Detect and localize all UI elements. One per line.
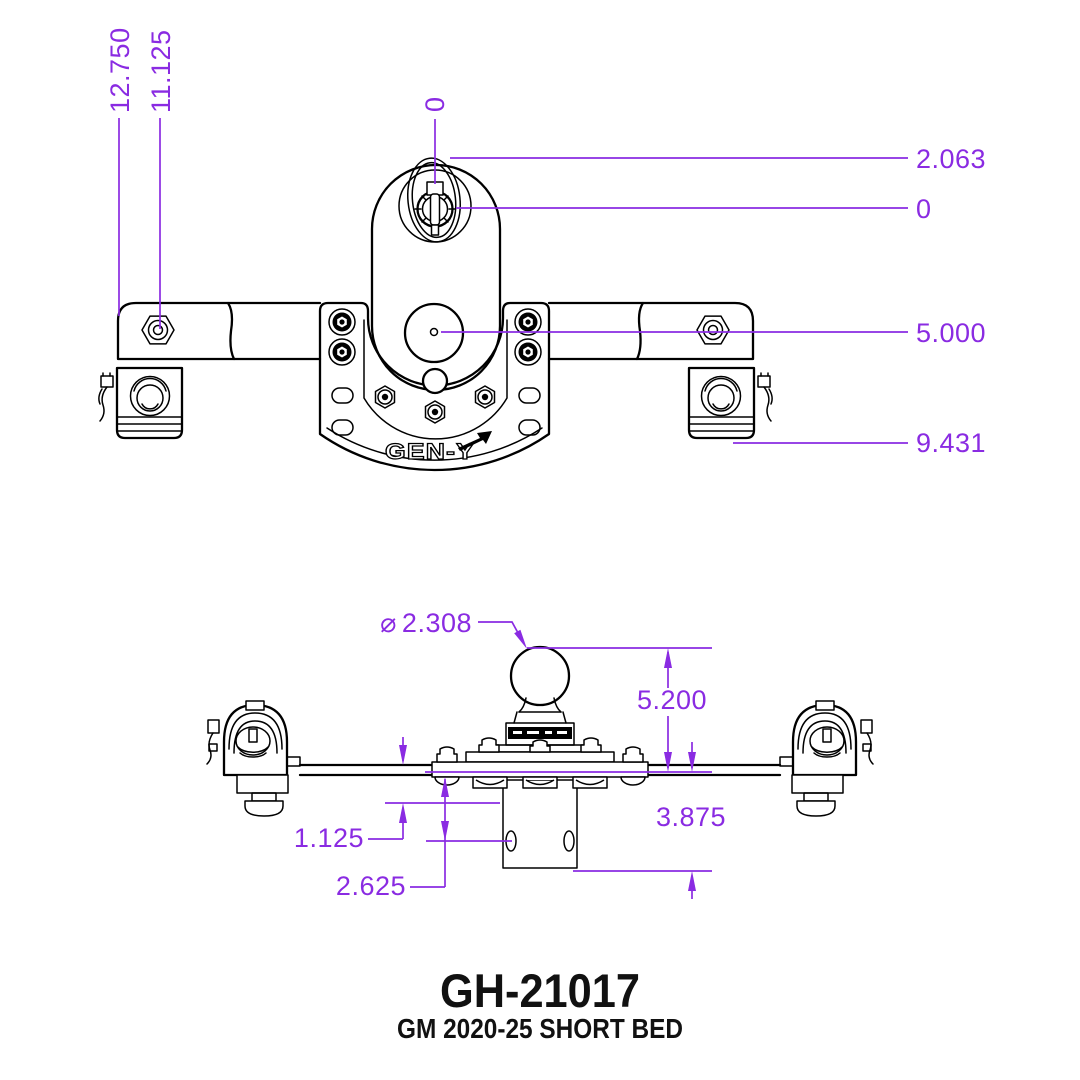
mounting-plate — [431, 737, 649, 778]
rim-bolt — [328, 338, 356, 366]
rim-bolt — [328, 308, 356, 336]
left-roller-front — [206, 700, 289, 817]
title-block: GH-21017 GM 2020-25 SHORT BED — [397, 964, 683, 1044]
top-view: GEN-Y 12.750 11.125 0 2.063 0 — [98, 27, 986, 472]
diameter-symbol-icon: ⌀ — [380, 608, 397, 638]
coupler-pin — [414, 181, 456, 236]
lift-ring — [407, 157, 461, 243]
dim-label: 9.431 — [916, 428, 986, 458]
plate-nut — [580, 737, 602, 753]
rim-bolt — [514, 308, 542, 336]
dim-bar-drop: 1.125 — [294, 737, 407, 853]
dim-label: ⌀2.308 — [380, 608, 472, 638]
latch-notch — [421, 367, 449, 395]
pin-handle — [429, 193, 441, 226]
right-foot-cap — [796, 800, 836, 817]
main-plate — [431, 761, 649, 778]
logo-arrow-icon — [458, 431, 492, 451]
dim-head-top: 2.063 — [450, 144, 986, 174]
dim-hole-drop: 2.625 — [336, 777, 449, 901]
dim-ball-diameter: ⌀2.308 — [380, 608, 527, 649]
left-roller-assembly — [98, 366, 184, 440]
right-base-block — [791, 774, 844, 794]
plate-nut — [436, 746, 458, 763]
dim-pivot-drop: 5.000 — [441, 318, 986, 348]
bottom-view: ⌀2.308 5.200 3.875 — [206, 608, 874, 901]
under-plate-bosses — [434, 776, 646, 789]
dim-label: 2.625 — [336, 871, 406, 901]
right-mount-nut — [696, 315, 730, 345]
right-clip-front — [860, 719, 874, 765]
right-roller — [700, 375, 742, 417]
application-label: GM 2020-25 SHORT BED — [397, 1013, 683, 1044]
shank-pin-hole — [563, 830, 575, 852]
plate-nut — [622, 746, 644, 763]
dim-ball-height: 5.200 — [637, 648, 707, 772]
crossbar-front — [286, 756, 794, 777]
pivot-center-mark — [429, 327, 439, 337]
coupler-head — [370, 157, 502, 395]
hex-bolt — [374, 385, 396, 409]
rim-slot — [331, 387, 354, 404]
bottom-view-dimensions: ⌀2.308 5.200 3.875 — [294, 608, 726, 901]
plate-nut — [478, 737, 500, 753]
dim-label: 0 — [420, 96, 450, 112]
dim-label: 1.125 — [294, 823, 364, 853]
dim-pin-datum: 0 — [456, 194, 932, 224]
dim-shank-depth: 3.875 — [656, 742, 726, 899]
rim-slot — [518, 419, 541, 436]
dim-label: 11.125 — [146, 29, 176, 113]
plate-nut — [529, 739, 551, 753]
dim-inner-width: 11.125 — [146, 29, 176, 329]
shank-tube — [502, 779, 578, 869]
left-safety-clip — [98, 372, 114, 422]
dim-label: 0 — [916, 194, 932, 224]
right-roller-assembly — [687, 366, 773, 440]
shank — [502, 779, 578, 869]
left-base-block — [236, 774, 289, 794]
top-view-dimensions: 12.750 11.125 0 2.063 0 5.000 — [105, 27, 986, 458]
ball-stamp-marking — [508, 727, 572, 739]
dim-top-datum: 0 — [420, 96, 450, 184]
hitch-ball — [509, 645, 571, 707]
right-safety-clip — [757, 372, 773, 422]
left-rail-bracket — [116, 301, 236, 361]
hitch-ball-assembly — [495, 645, 585, 753]
brand-logo: GEN-Y — [384, 431, 492, 465]
rim-slot — [518, 387, 541, 404]
rim-bolt — [514, 338, 542, 366]
left-mount-nut — [141, 315, 175, 345]
pivot-bore — [403, 302, 465, 364]
rim-slot — [331, 419, 354, 436]
left-foot-cap — [244, 800, 284, 817]
dim-label: 3.875 — [656, 802, 726, 832]
left-roller — [129, 375, 171, 417]
hex-bolt — [474, 385, 496, 409]
hex-bolt — [424, 400, 446, 424]
left-clip-front — [206, 719, 220, 765]
dim-overall-drop: 9.431 — [733, 428, 986, 458]
right-roller-front — [791, 700, 874, 817]
pin-tail — [430, 224, 440, 236]
dim-label: 5.000 — [916, 318, 986, 348]
crossbar — [226, 301, 645, 361]
right-rail-bracket — [635, 301, 755, 361]
dim-label: 5.200 — [637, 685, 707, 715]
dim-label: 12.750 — [105, 27, 135, 113]
upper-plate — [465, 751, 615, 763]
brand-logo-text: GEN-Y — [385, 439, 475, 464]
model-number: GH-21017 — [440, 964, 640, 1017]
dim-label: 2.063 — [916, 144, 986, 174]
dim-overall-width: 12.750 — [105, 27, 135, 316]
